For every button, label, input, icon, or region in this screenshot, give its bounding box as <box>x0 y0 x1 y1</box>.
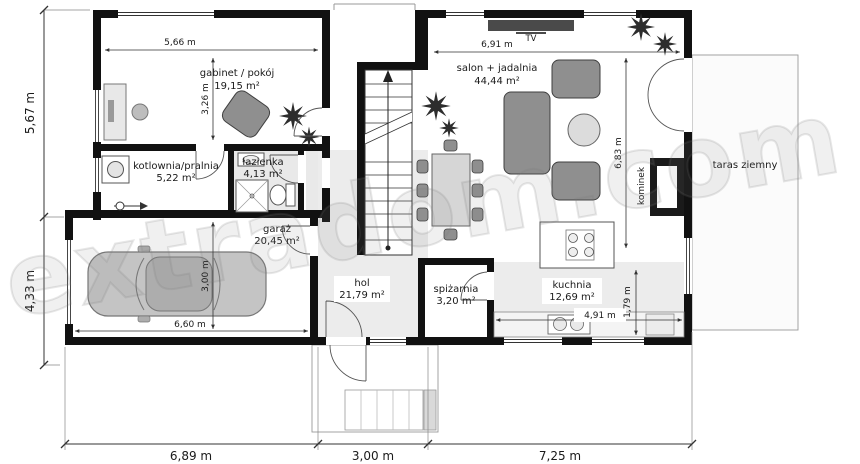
label-salon-area: 44,44 m² <box>474 76 520 87</box>
garage-door-opening <box>65 240 73 324</box>
stairs <box>364 69 413 256</box>
toilet <box>269 183 296 207</box>
label-lazienka-area: 4,13 m² <box>243 169 282 180</box>
label-garaz-area: 20,45 m² <box>254 236 300 247</box>
window-gabinet-top <box>118 10 214 18</box>
coffee-table <box>567 113 601 147</box>
plant-icon <box>627 13 655 41</box>
plant-icon <box>421 91 451 121</box>
entry-porch <box>311 344 439 433</box>
label-tv: TV <box>524 34 536 44</box>
dim-kuchnia-h: 1,79 m <box>623 286 633 318</box>
exterior-dimensions: 6,89 m 3,00 m 7,25 m 5,67 m 4,33 m <box>23 5 697 463</box>
label-kuchnia-area: 12,69 m² <box>549 292 595 303</box>
tv-cabinet <box>488 20 574 34</box>
dim-bottom-left: 6,89 m <box>170 449 212 463</box>
label-hol: hol <box>354 278 369 289</box>
terrace <box>691 54 799 331</box>
kitchen-island <box>539 221 615 269</box>
dim-gabinet-w: 5,66 m <box>164 38 196 48</box>
door-swings <box>195 58 685 382</box>
window-entry-sidelight <box>370 337 406 345</box>
label-spizarnia-area: 3,20 m² <box>436 296 475 307</box>
label-garaz: garaż <box>263 224 291 235</box>
dim-garaz-h: 3,00 m <box>201 260 211 292</box>
washing-machine <box>101 155 130 184</box>
window-gabinet-left <box>93 90 101 142</box>
sofa-set <box>503 59 601 201</box>
room-labels: gabinet / pokój 19,15 m² kotlownia/praln… <box>133 34 777 307</box>
dim-salon-w: 6,91 m <box>481 40 513 50</box>
window-salon-top-right <box>584 10 636 18</box>
kitchen-appliance <box>645 313 675 336</box>
desk-chair <box>131 103 149 121</box>
dim-bottom-center: 3,00 m <box>352 449 394 463</box>
dim-salon-h: 6,83 m <box>614 137 624 169</box>
dim-garaz-w: 6,60 m <box>174 320 206 330</box>
armchair-gabinet <box>221 90 271 138</box>
dim-left-lower: 4,33 m <box>23 270 37 312</box>
label-kotlownia-area: 5,22 m² <box>156 173 195 184</box>
label-kotlownia: kotlownia/pralnia <box>133 161 219 172</box>
dim-gabinet-h: 3,26 m <box>201 83 211 115</box>
label-kominek: kominek <box>637 166 647 205</box>
window-kitchen-1 <box>504 337 562 345</box>
label-gabinet-area: 19,15 m² <box>214 81 260 92</box>
label-salon: salon + jadalnia <box>457 63 538 74</box>
label-hol-area: 21,79 m² <box>339 290 385 301</box>
car <box>87 245 267 323</box>
door-openings <box>196 58 692 345</box>
dim-left-upper: 5,67 m <box>23 92 37 134</box>
label-bg <box>334 276 390 302</box>
window-salon-top-left <box>446 10 484 18</box>
window-kitchen-2 <box>592 337 644 345</box>
window-right-wall <box>684 238 692 294</box>
label-taras: taras ziemny <box>713 160 778 171</box>
plant-icon <box>439 118 459 138</box>
label-bg <box>574 308 626 322</box>
label-gabinet: gabinet / pokój <box>200 67 275 79</box>
utility-symbol <box>114 201 148 211</box>
label-bg <box>542 278 602 304</box>
dim-kuchnia-w: 4,91 m <box>584 311 616 321</box>
label-lazienka: łazienka <box>242 157 283 168</box>
plant-icon <box>298 126 320 148</box>
dining-table <box>416 139 484 241</box>
window-kotlownia-left <box>93 158 101 192</box>
shower <box>235 179 269 213</box>
dim-bottom-right: 7,25 m <box>539 449 581 463</box>
fireplace <box>650 158 684 216</box>
windows <box>65 10 692 345</box>
interior-dimensions: 5,66 m 3,26 m 6,91 m 6,83 m 6,60 m 3,00 … <box>75 38 682 335</box>
label-spizarnia: spiżarnia <box>434 284 479 295</box>
stairs-direction-arrow <box>383 70 393 82</box>
label-kuchnia: kuchnia <box>553 280 592 291</box>
desk <box>103 83 149 141</box>
roof-overhang-outline <box>333 3 416 10</box>
bathroom-sink <box>237 152 265 167</box>
